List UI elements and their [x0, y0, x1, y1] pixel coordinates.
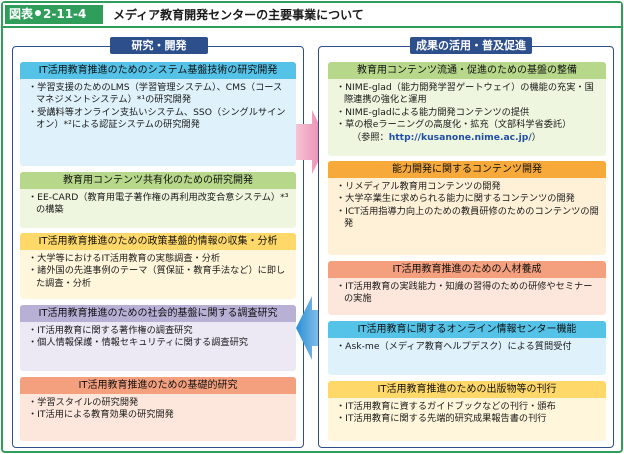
box-policy-information: IT活用教育推進のための政策基盤的情報の収集・分析 ・大学等におけるIT活用教育…: [20, 233, 296, 299]
box-title: IT活用教育推進のための政策基盤的情報の収集・分析: [20, 233, 296, 250]
box-title: 教育用コンテンツ流通・促進のための基盤の整備: [328, 62, 606, 79]
box-body: ・IT活用教育に資するガイドブックなどの刊行・頒布 ・IT活用教育に関する先端的…: [328, 398, 606, 428]
list-item: ・諸外国の先進事例のテーマ（質保証・教育手法など）に即した調査・分析: [28, 265, 286, 289]
list-item: ・Ask-me（メディア教育ヘルプデスク）による質問受付: [336, 341, 572, 352]
reference-link-line: （参照：http://kusanone.nime.ac.jp/）: [336, 132, 600, 144]
list-item: ・IT活用教育に関する著作権の調査研究: [28, 325, 193, 336]
list-item: ・IT活用教育に資するガイドブックなどの刊行・頒布: [336, 401, 556, 412]
dissemination-column-heading: 成果の活用・普及促進: [410, 37, 532, 54]
list-item: ・大学卒業生に求められる能力に関するコンテンツの開発: [336, 193, 575, 205]
box-title: IT活用教育に関するオンライン情報センター機能: [328, 321, 606, 338]
box-title: IT活用教育推進のための出版物等の刊行: [328, 381, 606, 398]
box-body: ・EE-CARD（教育用電子著作権の再利用改変合意システム）*³の構築: [20, 189, 296, 219]
box-content-distribution: 教育用コンテンツ流通・促進のための基盤の整備 ・NIME-glad（能力開発学習…: [328, 62, 606, 156]
box-body: ・学習支援のためのLMS（学習管理システム）、CMS（コースマネジメントシステム…: [20, 79, 296, 134]
figure-header: 図表 2-11-4 メディア教育開発センターの主要事業について: [3, 3, 621, 28]
box-human-resources: IT活用教育推進のための人材養成 ・IT活用教育の実践能力・知識の習得のための研…: [328, 261, 606, 315]
box-body: ・NIME-glad（能力開発学習ゲートウェイ）の機能の充実・国際連携の強化と運…: [328, 79, 606, 146]
reference-suffix: ）: [531, 131, 541, 143]
list-item: ・学習スタイルの研究開発: [28, 397, 139, 408]
box-title: IT活用教育推進のためのシステム基盤技術の研究開発: [20, 62, 296, 79]
list-item: ・IT活用教育の実践能力・知識の習得のための研修やセミナーの実施: [336, 281, 593, 305]
bullet-dot-icon: [35, 10, 42, 16]
list-item: ・ICT活用指導力向上のための教員研修のためのコンテンツの開発: [336, 205, 599, 230]
box-title: 能力開発に関するコンテンツ開発: [328, 161, 606, 178]
list-item: ・IT活用教育に関する先端的研究成果報告書の刊行: [336, 413, 547, 425]
reference-prefix: （参照：: [352, 131, 389, 143]
list-item: ・学習支援のためのLMS（学習管理システム）、CMS（コースマネジメントシステム…: [28, 82, 283, 106]
box-content-sharing: 教育用コンテンツ共有化のための研究開発 ・EE-CARD（教育用電子著作権の再利…: [20, 172, 296, 228]
list-item: ・リメディアル教育用コンテンツの開発: [336, 181, 501, 192]
list-item: ・個人情報保護・情報セキュリティに関する調査研究: [28, 337, 248, 349]
box-title: 教育用コンテンツ共有化のための研究開発: [20, 172, 296, 189]
box-body: ・大学等におけるIT活用教育の実態調査・分析 ・諸外国の先進事例のテーマ（質保証…: [20, 250, 296, 292]
box-body: ・IT活用教育の実践能力・知識の習得のための研修やセミナーの実施: [328, 278, 606, 308]
reference-url-link[interactable]: http://kusanone.nime.ac.jp/: [388, 131, 532, 143]
box-title: IT活用教育推進のための社会的基盤に関する調査研究: [20, 305, 296, 322]
box-body: ・IT活用教育に関する著作権の調査研究 ・個人情報保護・情報セキュリティに関する…: [20, 322, 296, 352]
list-item: ・大学等におけるIT活用教育の実態調査・分析: [28, 253, 221, 264]
list-item: ・NIME-glad（能力開発学習ゲートウェイ）の機能の充実・国際連携の強化と運…: [336, 82, 594, 106]
box-online-information-center: IT活用教育に関するオンライン情報センター機能 ・Ask-me（メディア教育ヘル…: [328, 321, 606, 375]
box-body: ・リメディアル教育用コンテンツの開発 ・大学卒業生に求められる能力に関するコンテ…: [328, 178, 606, 233]
figure-title: メディア教育開発センターの主要事業について: [113, 8, 364, 22]
box-title: IT活用教育推進のための基礎的研究: [20, 377, 296, 394]
figure-number: 2-11-4: [43, 7, 87, 21]
list-item: ・草の根eラーニングの高度化・拡充（文部科学省委託）: [336, 119, 572, 131]
box-system-infrastructure: IT活用教育推進のためのシステム基盤技術の研究開発 ・学習支援のためのLMS（学…: [20, 62, 296, 166]
list-item: ・EE-CARD（教育用電子著作権の再利用改変合意システム）*³の構築: [28, 192, 289, 216]
box-content-development: 能力開発に関するコンテンツ開発 ・リメディアル教育用コンテンツの開発 ・大学卒業…: [328, 161, 606, 255]
research-column-heading: 研究・開発: [110, 37, 208, 54]
box-publications: IT活用教育推進のための出版物等の刊行 ・IT活用教育に資するガイドブックなどの…: [328, 381, 606, 441]
box-body: ・Ask-me（メディア教育ヘルプデスク）による質問受付: [328, 338, 606, 355]
box-social-infrastructure: IT活用教育推進のための社会的基盤に関する調査研究 ・IT活用教育に関する著作権…: [20, 305, 296, 371]
box-body: ・学習スタイルの研究開発 ・IT活用による教育効果の研究開発: [20, 394, 296, 424]
figure-prefix: 図表: [9, 7, 34, 21]
list-item: ・受講料等オンライン支払いシステム、SSO（シングルサインオン）*²による認証シ…: [28, 106, 286, 131]
list-item: ・IT活用による教育効果の研究開発: [28, 409, 174, 421]
box-basic-research: IT活用教育推進のための基礎的研究 ・学習スタイルの研究開発 ・IT活用による教…: [20, 377, 296, 441]
figure-label: 図表 2-11-4: [5, 5, 103, 24]
list-item: ・NIME-gladによる能力開発コンテンツの提供: [336, 106, 530, 118]
box-title: IT活用教育推進のための人材養成: [328, 261, 606, 278]
